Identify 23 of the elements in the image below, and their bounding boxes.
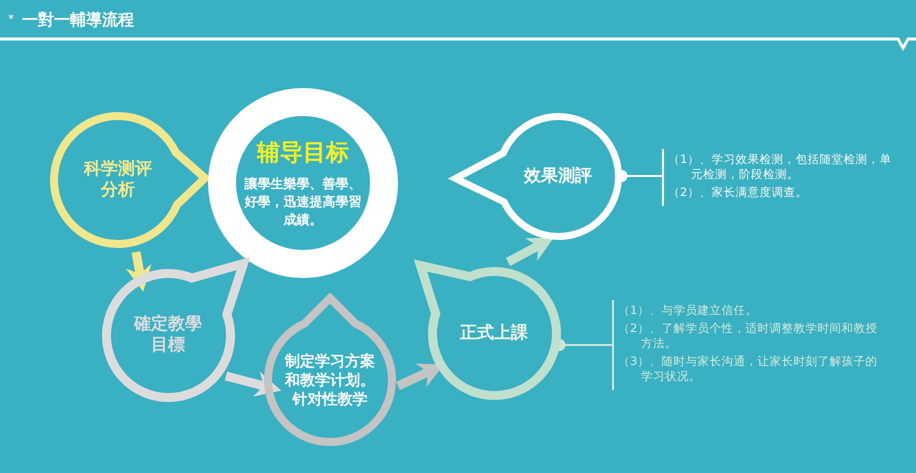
note-item: （2）、了解学员个性，适时调整教学时间和教授方法。 (618, 321, 878, 351)
note-item: （1）、学习效果检测，包括随堂检测，单元检测，阶段检测。 (668, 152, 892, 182)
goal-ring (206, 86, 400, 280)
arrow (506, 238, 554, 266)
speech-bubble (48, 110, 211, 250)
speech-bubble (450, 110, 624, 242)
bubble-label: 制定学习方案和教学计划。针对性教学 (284, 352, 376, 408)
arrow (224, 371, 282, 397)
note-item: （1）、与学员建立信任。 (618, 303, 758, 318)
speech-bubble (262, 292, 398, 448)
speech-bubble (414, 258, 562, 402)
bubble-label: 正式上課 (459, 322, 529, 344)
bubble-label: 科学测评分析 (82, 159, 153, 201)
arrow (126, 251, 152, 292)
bubble-label: 效果測評 (522, 166, 593, 186)
bubble-label: 確定教學目標 (132, 314, 203, 356)
note-item: （3）、随时与家长沟通，让家长时刻了解孩子的学习状况。 (618, 354, 878, 384)
bullet-mark: * (8, 12, 14, 26)
speech-bubble (100, 256, 250, 404)
goal-heading: 辅导目标 (257, 138, 349, 168)
page-title: 一對一輔導流程 (22, 10, 134, 31)
note-item: （2）、家长满意度调查。 (668, 185, 808, 200)
goal-text: 讓學生樂學、善學、好學，迅速提高學習成績。 (244, 176, 362, 230)
